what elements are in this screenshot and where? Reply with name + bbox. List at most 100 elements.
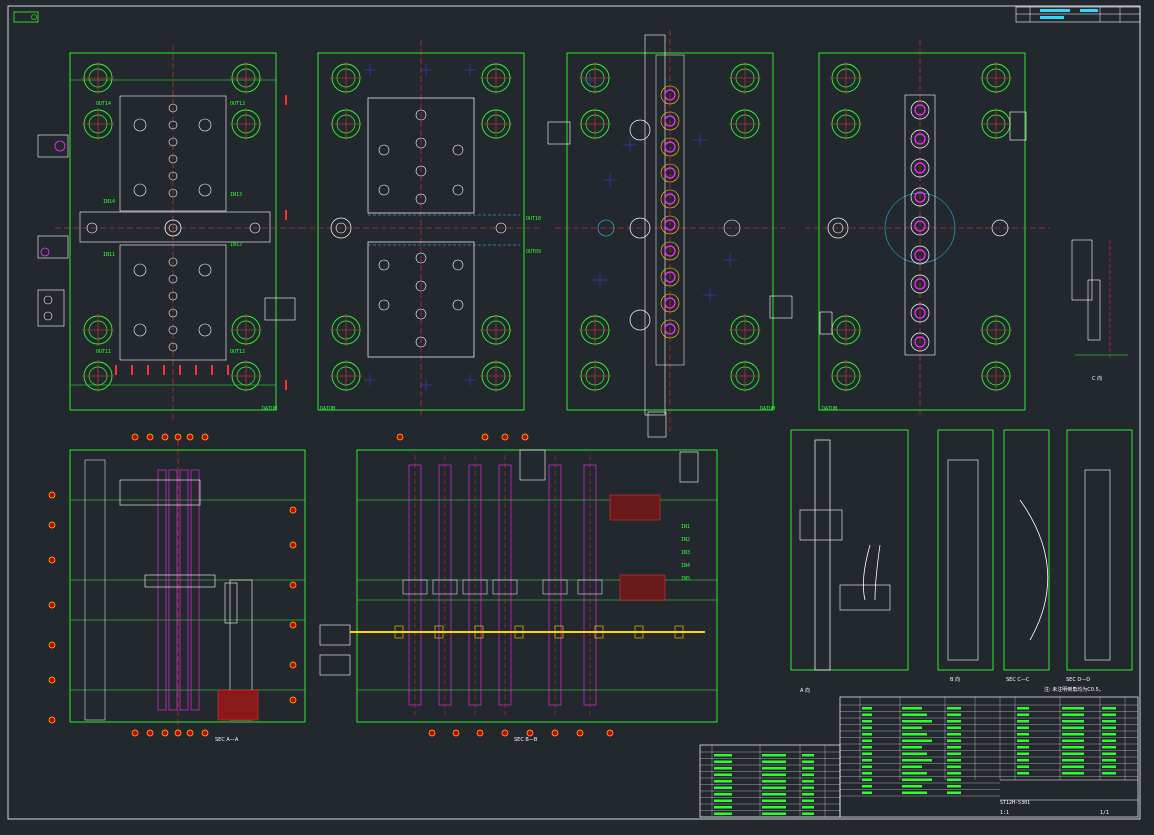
nozzle-tip — [914, 278, 926, 290]
table-text — [1102, 765, 1116, 768]
plate-pocket — [367, 241, 475, 358]
table-text — [762, 767, 786, 770]
b-view-part — [947, 459, 979, 661]
table-text — [802, 786, 814, 789]
table-text — [1062, 765, 1084, 768]
clamp — [554, 625, 564, 639]
table-text — [902, 772, 927, 775]
table-text — [802, 767, 814, 770]
top-title-strip — [1015, 6, 1141, 23]
label-in11: IN11 — [103, 252, 115, 258]
nozzle-ring — [910, 129, 930, 149]
title-scale: 1:1 — [1000, 810, 1009, 816]
cavity-hole — [133, 118, 147, 132]
section-part — [84, 459, 106, 721]
table-text — [802, 812, 814, 815]
drawing-note: 注: 未注明倒角均为C0.5。 — [1044, 686, 1104, 693]
pin-hole — [168, 308, 178, 318]
cavity-hole — [198, 263, 212, 277]
hole — [86, 222, 98, 234]
balloon — [131, 729, 139, 737]
nozzle-body — [168, 469, 178, 711]
table-text — [1102, 720, 1116, 723]
label-out12: OUT12 — [230, 349, 245, 355]
pin-hole — [168, 103, 178, 113]
table-text — [1017, 733, 1029, 736]
balloon — [174, 433, 182, 441]
connector-block — [37, 289, 65, 327]
table-text — [947, 746, 961, 749]
corner-symbol — [13, 11, 39, 23]
table-text — [947, 752, 961, 755]
pin-hole — [168, 137, 178, 147]
label-c-view: C 向 — [1092, 375, 1102, 382]
hole — [452, 144, 464, 156]
nozzle-tip — [914, 162, 926, 174]
table-text — [862, 713, 872, 716]
balloon — [131, 433, 139, 441]
hole — [452, 184, 464, 196]
connector-block — [319, 654, 351, 676]
hole — [452, 299, 464, 311]
label-sec-cc: SEC C—C — [1006, 677, 1030, 683]
table-text — [802, 773, 814, 776]
section-part — [679, 451, 699, 483]
hole — [495, 222, 507, 234]
table-text — [714, 760, 732, 763]
table-text — [862, 778, 872, 781]
cavity-hole — [198, 183, 212, 197]
pin-hole — [168, 257, 178, 267]
connector-block — [319, 624, 351, 646]
balloon — [481, 433, 489, 441]
pin-hole — [168, 325, 178, 335]
table-text — [947, 713, 961, 716]
nozzle-tip — [664, 219, 676, 231]
cavity-hole — [133, 183, 147, 197]
hole — [597, 219, 615, 237]
table-text — [862, 772, 872, 775]
label-out11: OUT11 — [96, 349, 111, 355]
connector-block — [647, 411, 667, 438]
table-text — [862, 765, 872, 768]
table-text — [1017, 713, 1029, 716]
pin-hole — [168, 291, 178, 301]
pin-hole — [168, 274, 178, 284]
table-text — [902, 759, 932, 762]
table-text — [1017, 765, 1029, 768]
table-text — [862, 791, 872, 794]
pin-hole — [415, 336, 427, 348]
table-text — [1017, 707, 1029, 710]
table-text — [947, 765, 961, 768]
nozzle-ring — [660, 137, 680, 157]
table-text — [1017, 759, 1029, 762]
table-text — [762, 780, 786, 783]
table-text — [862, 759, 872, 762]
nozzle-ring — [660, 111, 680, 131]
clamp — [434, 625, 444, 639]
table-text — [1062, 713, 1084, 716]
dimension-text — [179, 365, 181, 375]
table-text — [1017, 746, 1029, 749]
pin-hole — [415, 193, 427, 205]
hole — [43, 311, 53, 321]
section-aa-outline — [69, 449, 306, 723]
balloon — [146, 433, 154, 441]
table-text — [947, 733, 961, 736]
label-in2: IN2 — [681, 537, 690, 543]
manifold-bar — [655, 54, 685, 366]
pin-hole — [415, 109, 427, 121]
cavity-hole — [133, 263, 147, 277]
table-text — [902, 720, 932, 723]
dimension-text — [147, 365, 149, 375]
plate-pocket — [367, 97, 475, 214]
label-in13: IN13 — [230, 192, 242, 198]
label-sec-aa: SEC A—A — [215, 737, 239, 743]
hole — [832, 222, 844, 234]
balloon — [428, 729, 436, 737]
clamp — [674, 625, 684, 639]
balloon — [48, 641, 56, 649]
table-text — [862, 785, 872, 788]
table-text — [862, 746, 872, 749]
label-datum-3: DATUM — [760, 406, 775, 412]
pin-hole — [168, 188, 178, 198]
